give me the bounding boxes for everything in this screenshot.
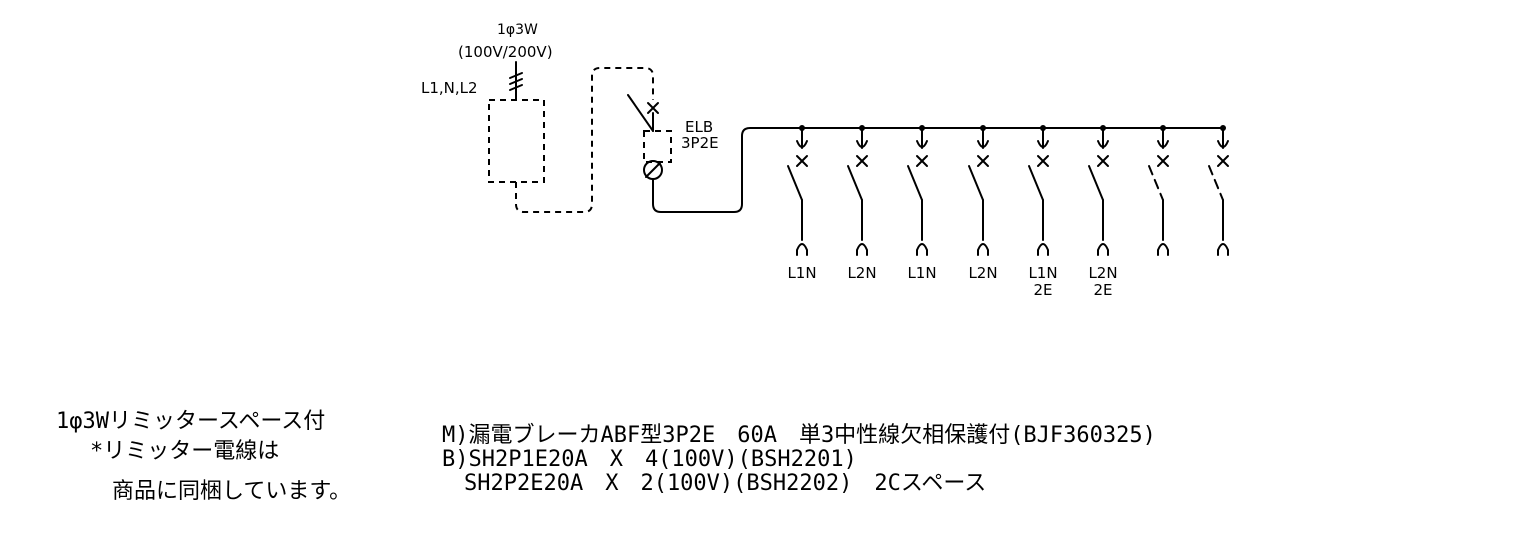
branch-label-earth: 2E <box>1093 281 1112 299</box>
supply-voltage-label: (100V/200V) <box>458 43 553 61</box>
branch-label-earth: 2E <box>1033 281 1052 299</box>
branch-label: L1N <box>907 264 936 282</box>
branch-breaker-1: L1N <box>787 125 817 282</box>
note-right-line3: SH2P2E20A X 2(100V)(BSH2202) 2Cスペース <box>442 471 987 496</box>
trip-cross <box>916 155 928 167</box>
terminal-symbol <box>1157 243 1169 256</box>
contact-arc <box>1037 140 1049 148</box>
branch-label: L2N <box>968 264 997 282</box>
trip-cross <box>977 155 989 167</box>
terminal-symbol <box>1217 243 1229 256</box>
switch-blade <box>1208 165 1224 201</box>
contact-arc <box>1097 140 1109 148</box>
switch-blade <box>847 165 863 201</box>
branch-breaker-7 <box>1148 125 1169 256</box>
main-breaker-poles: 3P2E <box>681 134 719 152</box>
main-breaker-elb <box>627 94 1223 213</box>
switch-blade <box>1148 165 1164 201</box>
switch-blade <box>1028 165 1044 201</box>
contact-arc <box>1217 140 1229 148</box>
trip-cross <box>1037 155 1049 167</box>
branch-label: L1N <box>787 264 816 282</box>
branch-breaker-4: L2N <box>968 125 998 282</box>
switch-blade <box>787 165 803 201</box>
note-left-line1: 1φ3Wリミッタースペース付 <box>56 409 326 434</box>
terminal-symbol <box>1037 243 1049 256</box>
note-right-line2: B)SH2P1E20A X 4(100V)(BSH2201) <box>442 447 857 472</box>
note-left-line2: *リミッター電線は <box>90 439 280 464</box>
supply-phase-label: 1φ3W <box>497 22 538 38</box>
switch-blade <box>1088 165 1104 201</box>
contact-arc <box>856 140 868 148</box>
terminal-symbol <box>856 243 868 256</box>
trip-cross <box>1097 155 1109 167</box>
branch-breaker-2: L2N <box>847 125 877 282</box>
trip-cross <box>1217 155 1229 167</box>
branch-breaker-8 <box>1208 125 1229 256</box>
terminal-symbol <box>796 243 808 256</box>
main-breaker-name: ELB <box>685 118 713 136</box>
limiter-space-box <box>488 99 545 183</box>
switch-blade <box>907 165 923 201</box>
supply-lines-label: L1,N,L2 <box>421 79 478 97</box>
contact-arc <box>1157 140 1169 148</box>
contact-arc <box>796 140 808 148</box>
note-left-line3: 商品に同梱しています。 <box>112 479 352 504</box>
trip-cross <box>856 155 868 167</box>
note-right-line1: M)漏電ブレーカABF型3P2E 60A 単3中性線欠相保護付(BJF36032… <box>442 423 1156 448</box>
limiter-wire <box>515 67 654 213</box>
switch-blade <box>968 165 984 201</box>
terminal-symbol <box>916 243 928 256</box>
branch-label: L2N <box>847 264 876 282</box>
terminal-symbol <box>977 243 989 256</box>
branch-label: L2N <box>1088 264 1117 282</box>
contact-arc <box>977 140 989 148</box>
branch-label: L1N <box>1028 264 1057 282</box>
terminal-symbol <box>1097 243 1109 256</box>
branch-breaker-3: L1N <box>907 125 937 282</box>
supply-conductor <box>509 61 523 101</box>
contact-arc <box>916 140 928 148</box>
trip-cross <box>1157 155 1169 167</box>
trip-cross <box>796 155 808 167</box>
